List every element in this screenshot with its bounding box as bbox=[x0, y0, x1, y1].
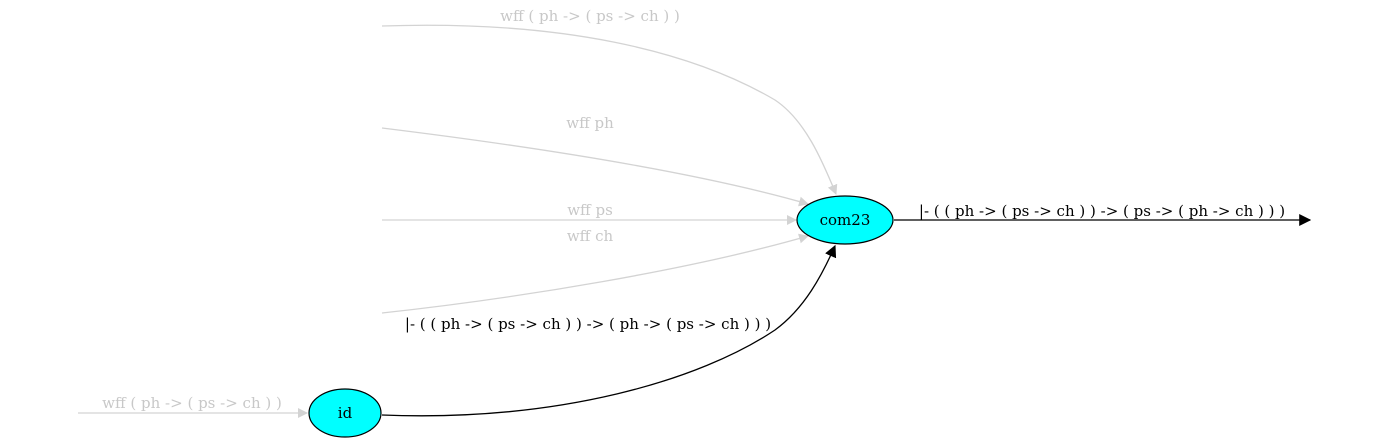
node-id[interactable]: id bbox=[308, 388, 382, 438]
node-com23[interactable]: com23 bbox=[796, 195, 894, 245]
node-com23-label: com23 bbox=[820, 211, 871, 229]
edge-label-com23-output: |- ( ( ph -> ( ps -> ch ) ) -> ( ps -> (… bbox=[919, 202, 1285, 220]
node-id-shape bbox=[308, 388, 382, 438]
edge-wff-ph-to-com23: wff ph bbox=[381, 114, 809, 207]
edge-label-input-to-id: wff ( ph -> ( ps -> ch ) ) bbox=[102, 394, 282, 412]
edge-wff-ch-to-com23: wff ch bbox=[381, 227, 809, 314]
edge-label-wff-ch: wff ch bbox=[567, 227, 614, 245]
node-com23-shape bbox=[796, 195, 894, 245]
edge-id-to-com23: |- ( ( ph -> ( ps -> ch ) ) -> ( ph -> (… bbox=[381, 244, 837, 417]
edge-label-wff-ph-ps-ch-top: wff ( ph -> ( ps -> ch ) ) bbox=[500, 7, 680, 25]
edge-input-to-id: wff ( ph -> ( ps -> ch ) ) bbox=[78, 394, 308, 418]
edge-wff-ps-to-com23: wff ps bbox=[382, 201, 797, 225]
edge-label-id-to-com23: |- ( ( ph -> ( ps -> ch ) ) -> ( ph -> (… bbox=[405, 315, 771, 333]
edge-label-wff-ps: wff ps bbox=[567, 201, 613, 219]
edge-wff-ph-ps-ch-to-com23: wff ( ph -> ( ps -> ch ) ) bbox=[381, 7, 838, 195]
node-id-label: id bbox=[338, 404, 353, 422]
edge-label-wff-ph: wff ph bbox=[566, 114, 614, 132]
edge-com23-output: |- ( ( ph -> ( ps -> ch ) ) -> ( ps -> (… bbox=[894, 202, 1312, 226]
